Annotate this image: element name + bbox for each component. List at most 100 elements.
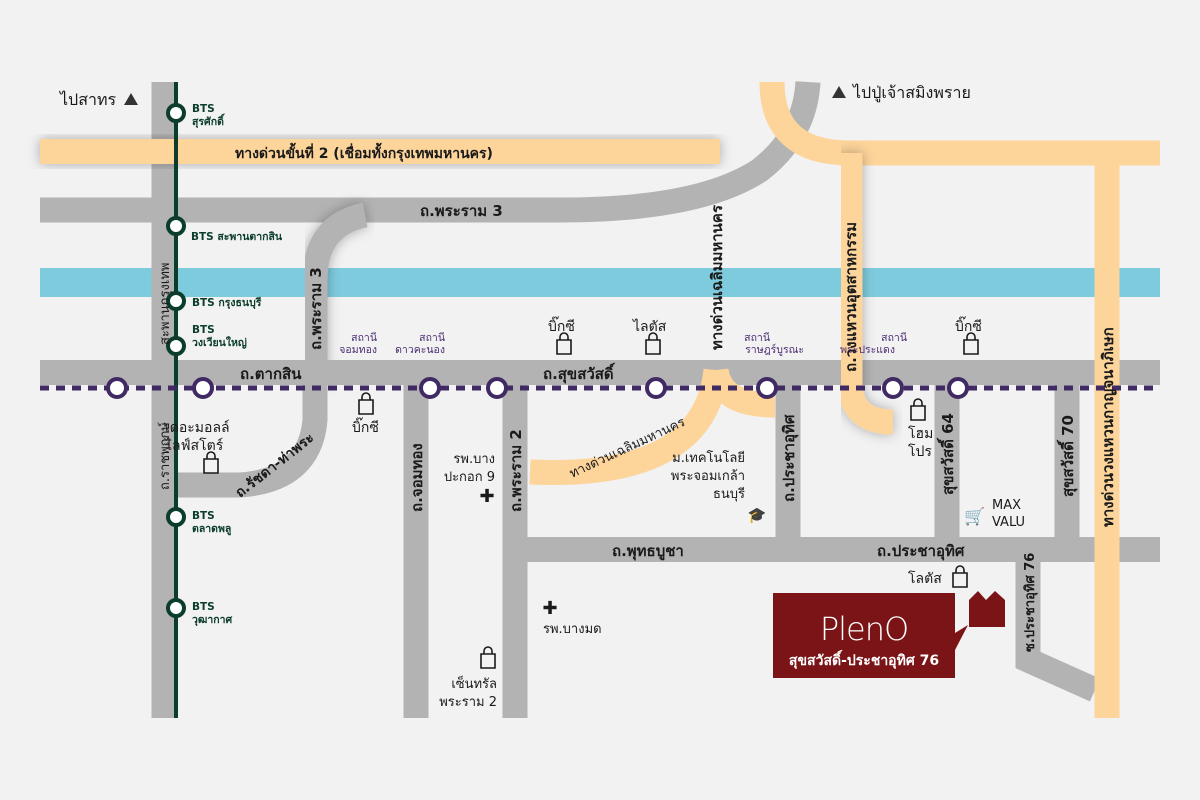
bts-stations: [166, 103, 186, 618]
project-marker[interactable]: PlenO สุขสวัสดิ์-ประชาอุทิศ 76: [773, 591, 1005, 678]
graduation-cap-icon: 🎓: [748, 506, 767, 524]
label-places-bangpakok-1: ปะกอก 9: [444, 470, 495, 485]
direction-sakhon: ไปสาทร: [58, 90, 117, 109]
label-pracha-uthit-v: ถ.ประชาอุทิศ: [780, 414, 799, 502]
label-bts-stations-5-line2: วุฒากาศ: [192, 614, 233, 627]
direction-samut-prakan: ไปปู่เจ้าสมิงพราย: [851, 83, 971, 103]
place-bangpakok-hospital: รพ.บาง: [453, 452, 495, 467]
place-homepro: โฮม: [908, 425, 933, 442]
map-shape: [645, 332, 661, 355]
bts-station-marker: [166, 291, 186, 311]
bts-labels: BTS สุรศักดิ์ BTS สะพานตากสิน BTS กรุงธน…: [191, 103, 283, 627]
roads: [40, 80, 1160, 718]
label-chaloem-vertical: ทางด่วนเฉลิมมหานคร: [708, 204, 726, 350]
mrt-station-marker: [882, 377, 904, 399]
label-places-kmutt-1: พระจอมเกล้า: [671, 469, 745, 484]
label-kanchanaphisek: ทางด่วนวงแหวนกาญจนาภิเษก: [1099, 327, 1117, 527]
label-phutthabucha: ถ.พุทธบูชา: [612, 542, 684, 561]
label-pracha-uthit-h: ถ.ประชาอุทิศ: [877, 542, 965, 561]
road-rama3-vertical: [302, 202, 369, 385]
shopping-bag-icon: [645, 332, 661, 355]
bts-station-marker: [166, 216, 186, 236]
label-suksawat: ถ.สุขสวัสดิ์: [543, 362, 616, 384]
label-places-homepro-1: โปร: [908, 443, 932, 460]
road-soi-76: [1015, 562, 1101, 702]
label-bts-stations-2-line1: BTS กรุงธนบุรี: [192, 296, 262, 310]
mrt-station-marker: [947, 377, 969, 399]
label-chomthong: ถ.จอมทอง: [408, 443, 426, 512]
road-taksin-suksawat: [40, 360, 1160, 385]
bts-station-marker: [166, 103, 186, 123]
shopping-cart-icon: 🛒: [964, 506, 985, 527]
shopping-bag-icon: [480, 646, 496, 669]
label-taksin: ถ.ตากสิน: [240, 365, 302, 383]
map-shape: [910, 398, 926, 421]
map-shape: [556, 332, 572, 355]
mrt-station-marker: [486, 377, 508, 399]
expressways: [40, 81, 1160, 718]
label-suksawat64: สุขสวัสดิ์ 64: [936, 413, 958, 495]
place-central-rama2: เซ็นทรัล: [451, 674, 497, 692]
label-rama2: ถ.พระราม 2: [507, 429, 525, 512]
map-shape: [203, 451, 219, 474]
expressway-chaloem-curve: [529, 368, 729, 486]
map-shape: [963, 332, 979, 355]
project-logo[interactable]: PlenO: [820, 610, 909, 648]
shopping-bag-icon: [556, 332, 572, 355]
river: [40, 268, 1160, 297]
label-rama3-vertical: ถ.พระราม 3: [307, 267, 325, 350]
triangle-up-icon: [124, 93, 138, 105]
place-bigc: บิ๊กซี: [352, 417, 379, 436]
label-mrt-stations-2-line1: สถานี: [744, 331, 770, 344]
map-shape: [480, 646, 496, 669]
label-mrt-stations-2-line2: ราษฎร์บูรณะ: [745, 343, 804, 356]
mrt-station-marker: [756, 377, 778, 399]
label-krungthep-bridge: สะพานกรุงเทพ: [158, 263, 173, 345]
label-mrt-stations-0-line1: สถานี: [351, 331, 377, 344]
building-icon[interactable]: [969, 591, 1005, 627]
place-bigc: บิ๊กซี: [548, 316, 575, 335]
project-subtitle[interactable]: สุขสวัสดิ์-ประชาอุทิศ 76: [789, 649, 939, 669]
place-bangmod-hospital: รพ.บางมด: [543, 622, 602, 637]
road-ratchada-thapra: [175, 385, 328, 498]
mrt-labels: สถานี จอมทอง สถานี ดาวคะนอง สถานี ราษฎร์…: [339, 331, 907, 356]
label-mrt-stations-1-line2: ดาวคะนอง: [395, 344, 445, 356]
expressway-outer-top: [759, 81, 1160, 166]
label-places-central-1: พระราม 2: [439, 695, 497, 710]
road-rama3: [40, 80, 821, 223]
place-lotus: โลตัส: [908, 570, 942, 587]
place-bigc: บิ๊กซี: [955, 316, 982, 335]
mrt-station-marker: [419, 377, 441, 399]
label-mrt-stations-3-line1: สถานี: [881, 331, 907, 344]
shopping-bag-icon: [203, 451, 219, 474]
bts-station-marker: [166, 598, 186, 618]
mrt-station-marker: [645, 377, 667, 399]
place-the-mall: เดอะมอลล์: [165, 419, 230, 436]
label-places-themall-1: ไลฟ์สโตร์: [164, 437, 224, 454]
places: บิ๊กซี ไลตัส บิ๊กซี บิ๊กซี เดอะมอลล์ ไลฟ…: [164, 316, 1025, 710]
label-mrt-stations-1-line1: สถานี: [419, 331, 445, 344]
map-shape[interactable]: [773, 593, 968, 678]
label-places-maxvalu-1: VALU: [992, 515, 1025, 530]
road-industrial-ring: [837, 153, 894, 435]
bts-station-marker: [166, 507, 186, 527]
label-mrt-stations-3-line2: พระประแดง: [840, 344, 895, 356]
bts-station-marker: [166, 336, 186, 356]
label-mrt-stations-0-line2: จอมทอง: [339, 344, 377, 356]
label-suksawat70: สุขสวัสดิ์ 70: [1056, 415, 1078, 497]
map-shape: [952, 565, 968, 588]
label-bts-stations-4-line2: ตลาดพลู: [192, 523, 231, 536]
mrt-stations: [106, 377, 969, 399]
label-places-kmutt-2: ธนบุรี: [713, 486, 745, 502]
place-maxvalu: MAX: [992, 498, 1021, 513]
map-shape: [703, 367, 776, 418]
label-industrial-ring: ถ.วงแหวนอุตสาหกรรม: [842, 222, 861, 372]
label-bts-stations-3-line2: วงเวียนใหญ่: [192, 335, 247, 349]
map-shape: [358, 392, 374, 415]
expressway-stage2: [40, 139, 720, 164]
place-kmutt: ม.เทคโนโลยี: [672, 450, 745, 466]
label-soi-76: ซ.ประชาอุทิศ 76: [1023, 553, 1038, 652]
label-bts-stations-5-line1: BTS: [192, 601, 215, 613]
label-ratchaphruek: ถ.ราชพฤกษ์: [157, 422, 173, 490]
